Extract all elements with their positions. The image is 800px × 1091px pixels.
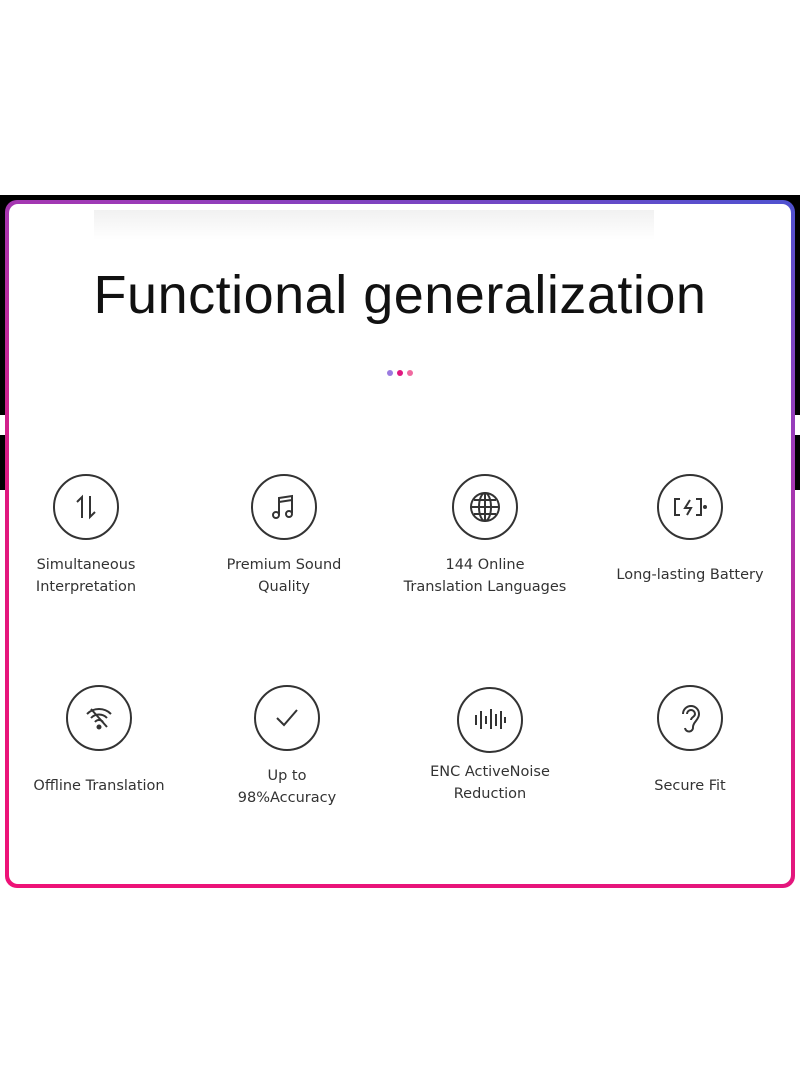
- feature-label: Premium Sound: [226, 557, 342, 573]
- up-down-arrows-icon: [53, 474, 119, 540]
- dot: [397, 370, 403, 376]
- feature-label: 144 Online: [445, 557, 525, 573]
- music-note-icon: [251, 474, 317, 540]
- dot: [387, 370, 393, 376]
- side-notch-right: [792, 415, 800, 435]
- feature-secure-fit: Secure Fit: [590, 685, 790, 797]
- feature-label: Reduction: [453, 786, 527, 802]
- feature-battery: Long-lasting Battery: [590, 474, 790, 586]
- feature-label: Long-lasting Battery: [616, 567, 764, 583]
- feature-label: Offline Translation: [33, 778, 165, 794]
- feature-label: Interpretation: [35, 579, 137, 595]
- checkmark-icon: [254, 685, 320, 751]
- decorative-glare: [94, 210, 654, 240]
- feature-label: 98%Accuracy: [237, 790, 337, 806]
- dot: [407, 370, 413, 376]
- ear-icon: [657, 685, 723, 751]
- page-title: Functional generalization: [93, 265, 707, 325]
- wifi-off-icon: [66, 685, 132, 751]
- feature-label: Simultaneous: [36, 557, 136, 573]
- globe-icon: [452, 474, 518, 540]
- feature-offline: Offline Translation: [0, 685, 199, 797]
- feature-label: Secure Fit: [654, 778, 726, 794]
- feature-label: Quality: [258, 579, 310, 595]
- decorative-dots: [387, 370, 413, 376]
- feature-label: Up to: [267, 768, 307, 784]
- feature-label: Translation Languages: [403, 579, 567, 595]
- sound-wave-icon: [457, 687, 523, 753]
- feature-label: ENC ActiveNoise: [430, 764, 550, 780]
- feature-accuracy: Up to 98%Accuracy: [187, 685, 387, 809]
- side-notch-left: [0, 415, 8, 435]
- battery-charging-icon: [657, 474, 723, 540]
